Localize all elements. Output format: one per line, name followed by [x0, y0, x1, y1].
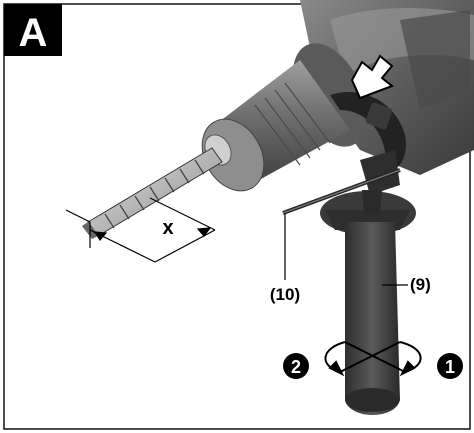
step-loosen-badge: 2	[283, 353, 309, 379]
drill-housing	[300, 0, 474, 175]
svg-text:(9): (9)	[410, 275, 431, 294]
dimension-label: x	[162, 217, 173, 239]
handle-clamp	[330, 91, 406, 195]
auxiliary-handle	[320, 190, 416, 415]
svg-text:A: A	[19, 11, 48, 55]
drill-bit	[82, 147, 223, 239]
depth-stop-rod	[282, 168, 401, 215]
panel-letter-badge: A	[4, 4, 62, 56]
callout-handle: (9)	[382, 275, 431, 294]
svg-text:1: 1	[445, 357, 455, 377]
svg-text:(10): (10)	[270, 285, 300, 304]
step-tighten-badge: 1	[437, 353, 463, 379]
figure-frame	[3, 3, 471, 430]
callout-depth-stop: (10)	[270, 213, 300, 304]
press-arrow-icon	[350, 54, 394, 100]
dimension-indicator	[65, 197, 216, 263]
svg-text:2: 2	[291, 357, 301, 377]
rotation-arrows-icon	[324, 341, 422, 377]
